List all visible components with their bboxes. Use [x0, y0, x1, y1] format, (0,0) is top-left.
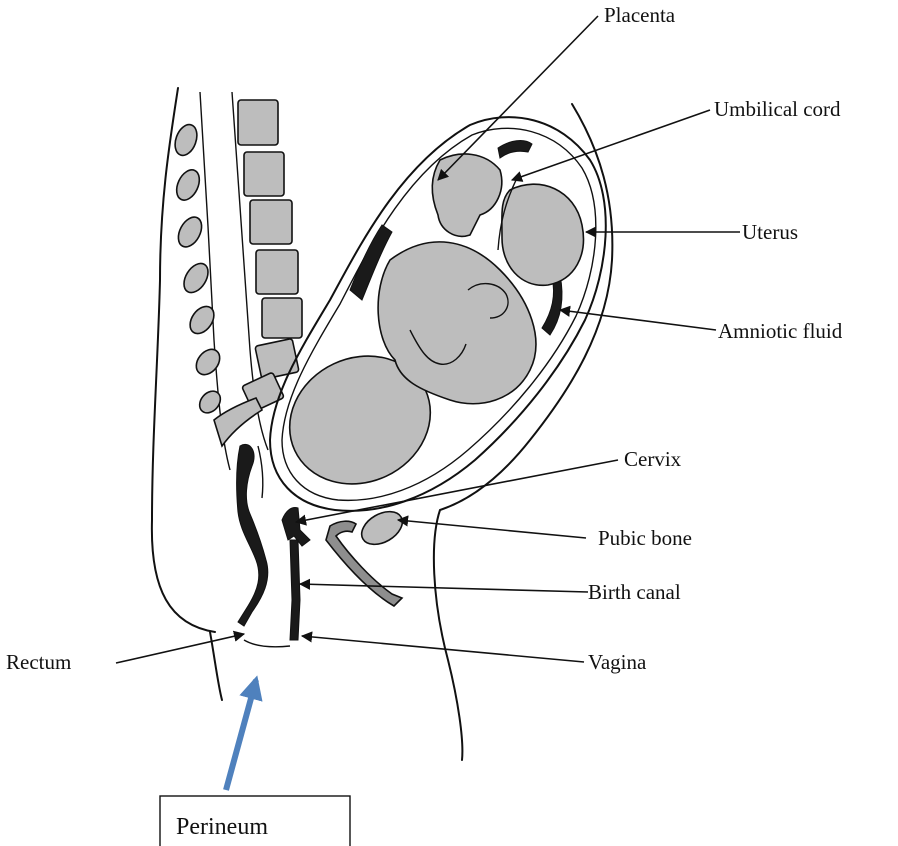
label-rectum: Rectum	[6, 650, 71, 674]
perineum-line	[244, 640, 290, 647]
birth-canal-shape	[290, 540, 300, 640]
perineum-arrow	[226, 680, 256, 790]
placenta-shape	[498, 141, 532, 158]
fetus-bottom	[502, 184, 584, 285]
sacrum	[214, 398, 262, 446]
label-umbilical-cord: Umbilical cord	[714, 97, 841, 121]
label-birth-canal: Birth canal	[588, 580, 681, 604]
label-amniotic-fluid: Amniotic fluid	[718, 319, 843, 343]
umbilical-cord-leader	[512, 110, 710, 180]
rectum-shape	[237, 444, 268, 626]
pubic-bone-shape	[356, 505, 408, 551]
label-perineum: Perineum	[176, 814, 268, 840]
pubic-bone-leader	[398, 520, 586, 538]
birth-canal-leader	[300, 584, 588, 592]
label-placenta: Placenta	[604, 3, 676, 27]
thigh-outline	[210, 632, 222, 700]
amniotic-fluid-leader	[560, 310, 716, 330]
label-pubic-bone: Pubic bone	[598, 526, 692, 550]
fetus-legs	[432, 154, 502, 236]
label-vagina: Vagina	[588, 650, 647, 674]
label-cervix: Cervix	[624, 447, 682, 471]
label-uterus: Uterus	[742, 220, 798, 244]
placenta-leader	[438, 16, 598, 180]
posterior-line	[258, 446, 263, 498]
rectum-leader	[116, 634, 244, 663]
